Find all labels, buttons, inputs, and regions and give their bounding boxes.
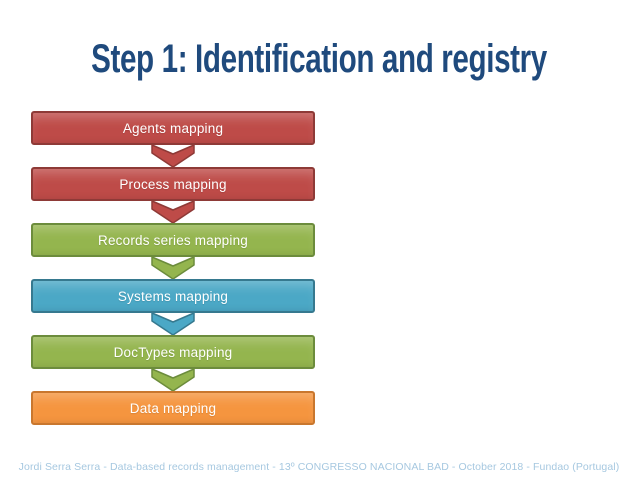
flow-step-systems-mapping: Systems mapping xyxy=(31,279,315,313)
flow-step-process-mapping: Process mapping xyxy=(31,167,315,201)
flow-step-doctypes-mapping: DocTypes mapping xyxy=(31,335,315,369)
slide-title: Step 1: Identification and registry xyxy=(91,37,547,81)
flow-step-label: Systems mapping xyxy=(117,288,229,304)
arrow-gap xyxy=(31,312,315,336)
down-arrow-icon xyxy=(151,200,195,224)
flow-step-label: Process mapping xyxy=(119,176,227,192)
arrow-gap xyxy=(31,368,315,392)
flow-step-label: Data mapping xyxy=(129,400,217,416)
down-arrow-icon xyxy=(151,256,195,280)
footer-credit: Jordi Serra Serra - Data-based records m… xyxy=(18,461,620,473)
flow-step-agents-mapping: Agents mapping xyxy=(31,111,315,145)
down-arrow-icon xyxy=(151,144,195,168)
flow-step-data-mapping: Data mapping xyxy=(31,391,315,425)
flow-step-label: Records series mapping xyxy=(98,232,248,248)
down-arrow-icon xyxy=(151,312,195,336)
flow-step-label: Agents mapping xyxy=(122,120,224,136)
flow-step-records-series-mapping: Records series mapping xyxy=(31,223,315,257)
arrow-gap xyxy=(31,200,315,224)
flow-step-label: DocTypes mapping xyxy=(113,344,233,360)
arrow-gap xyxy=(31,144,315,168)
down-arrow-icon xyxy=(151,368,195,392)
arrow-gap xyxy=(31,256,315,280)
